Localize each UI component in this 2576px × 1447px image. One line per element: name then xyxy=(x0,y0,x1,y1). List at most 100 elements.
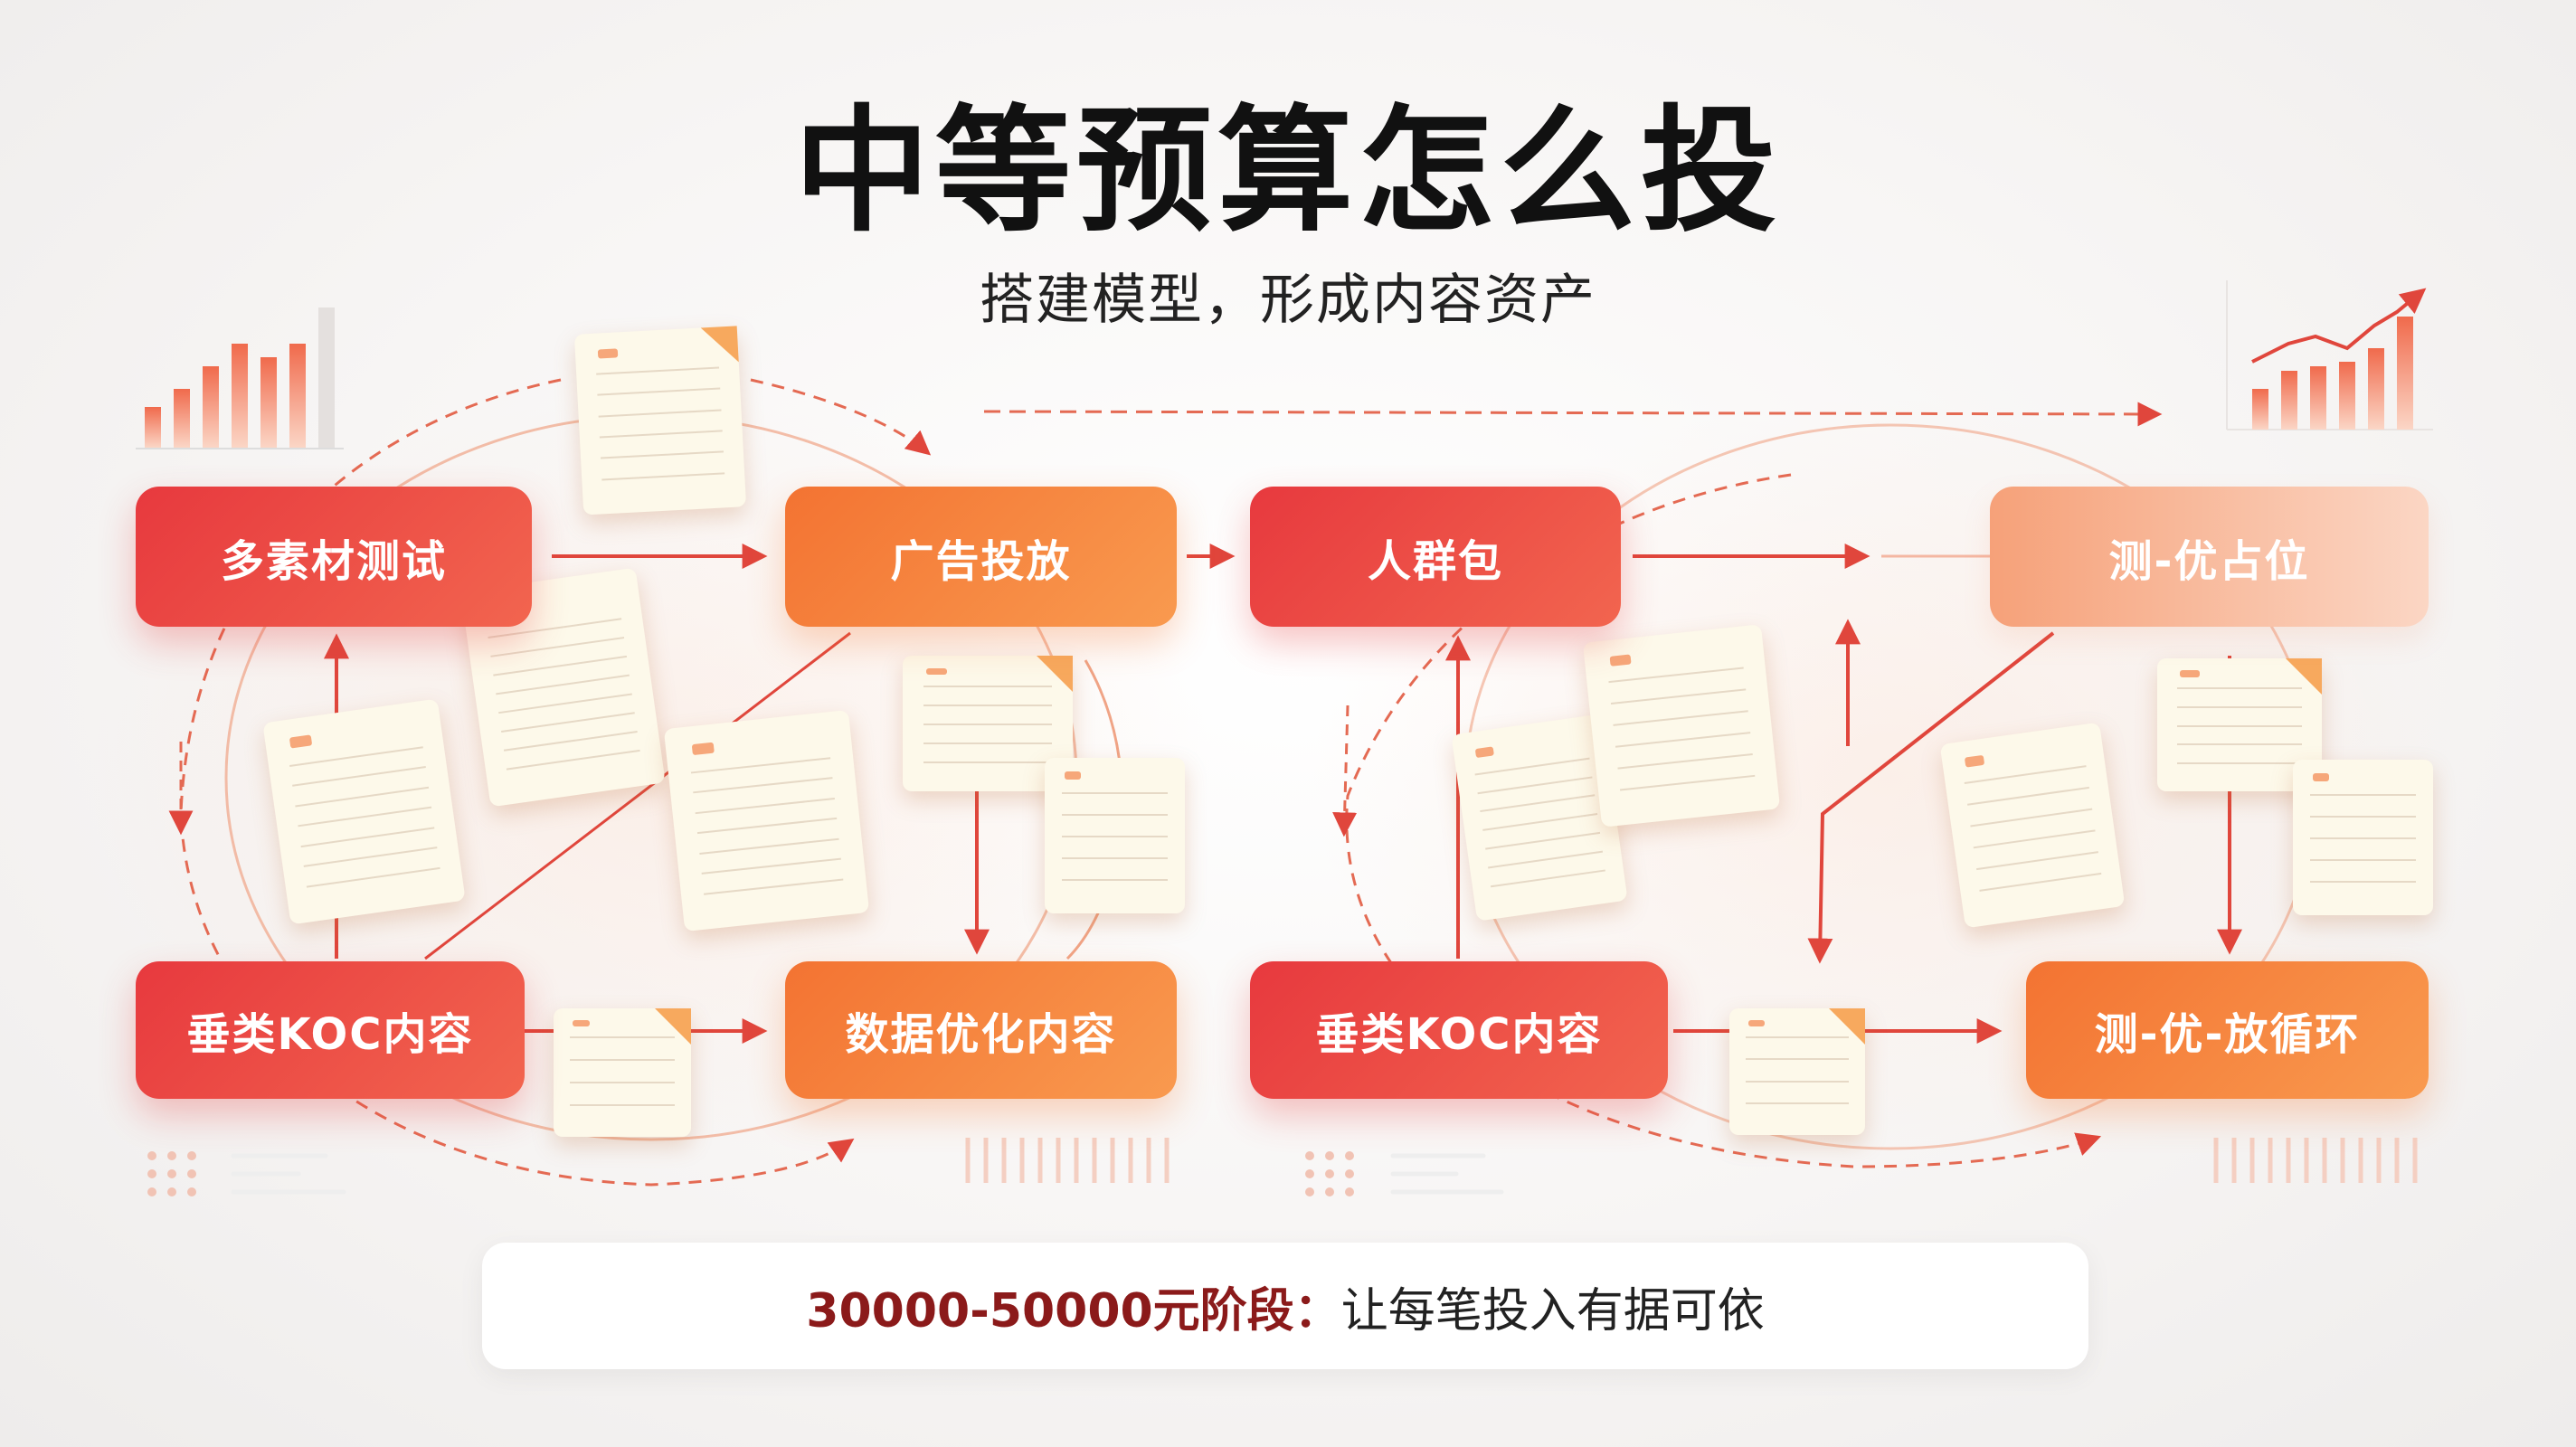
document-icon xyxy=(2157,658,2322,791)
document-line xyxy=(504,730,638,752)
document-header-mark xyxy=(691,742,715,755)
document-line xyxy=(304,846,438,867)
document-line xyxy=(1967,786,2089,806)
document-line xyxy=(1608,667,1745,684)
document-line xyxy=(507,749,640,771)
step-multi-material-test: 多素材测试 xyxy=(136,487,532,627)
document-header-mark xyxy=(1609,654,1633,667)
document-line xyxy=(1061,857,1169,860)
document-line xyxy=(601,471,725,481)
document-line xyxy=(1610,688,1747,705)
page-subtitle: 搭建模型，形成内容资产 xyxy=(980,269,1596,332)
document-icon xyxy=(573,326,747,515)
document-header-mark xyxy=(1474,746,1494,759)
document-line xyxy=(1061,836,1169,837)
document-line xyxy=(1619,774,1756,791)
document-line xyxy=(1746,1080,1849,1083)
document-line xyxy=(701,857,842,875)
document-line xyxy=(703,877,844,895)
document-line xyxy=(2176,724,2303,727)
document-line xyxy=(289,745,423,767)
budget-range-label: 30000-50000元阶段： xyxy=(806,1283,1341,1338)
document-header-mark xyxy=(926,667,947,675)
document-icon xyxy=(262,698,466,925)
document-line xyxy=(600,450,724,459)
document-header-mark xyxy=(597,348,619,359)
document-line xyxy=(490,636,624,657)
document-line xyxy=(1480,794,1596,813)
document-line xyxy=(598,409,722,418)
top-dashed-arrow xyxy=(983,402,2163,427)
step-vertical-koc-content-right: 垂类KOC内容 xyxy=(1250,961,1668,1099)
document-line xyxy=(2176,705,2303,708)
document-line xyxy=(493,655,627,676)
document-line xyxy=(292,766,426,787)
document-line xyxy=(2176,687,2303,690)
document-line xyxy=(1617,752,1754,770)
document-line xyxy=(501,712,635,733)
document-line xyxy=(2309,859,2417,862)
document-line xyxy=(1970,808,2092,828)
step-audience-pack: 人群包 xyxy=(1250,487,1621,627)
document-header-mark xyxy=(573,1019,590,1026)
document-line xyxy=(2309,815,2417,818)
document-line xyxy=(2176,761,2303,764)
document-line xyxy=(1061,879,1169,882)
document-line xyxy=(1976,850,2098,870)
document-line xyxy=(1965,765,2087,785)
trend-chart-icon xyxy=(2226,280,2433,430)
budget-stage-banner: 30000-50000元阶段：让每笔投入有据可依 xyxy=(482,1243,2088,1369)
document-header-mark xyxy=(2180,670,2201,677)
document-line xyxy=(300,826,434,847)
document-line xyxy=(695,797,836,814)
document-line xyxy=(1482,813,1598,831)
document-line xyxy=(599,430,724,439)
document-line xyxy=(595,366,720,375)
document-line xyxy=(1488,850,1603,869)
document-line xyxy=(1061,813,1169,816)
document-line xyxy=(570,1081,675,1083)
document-line xyxy=(596,387,721,396)
budget-stage-text: 让每笔投入有据可依 xyxy=(1340,1283,1765,1338)
document-line xyxy=(570,1036,675,1039)
document-line xyxy=(1485,831,1600,850)
document-line xyxy=(923,705,1053,706)
document-line xyxy=(2309,837,2417,839)
bar-chart-icon xyxy=(136,307,344,449)
document-icon xyxy=(1045,758,1185,913)
document-line xyxy=(1746,1058,1849,1061)
document-line xyxy=(1615,731,1751,748)
document-line xyxy=(2309,793,2417,796)
document-line xyxy=(1491,869,1605,887)
document-line xyxy=(690,756,831,773)
document-header-mark xyxy=(289,734,312,749)
document-line xyxy=(923,686,1053,687)
document-line xyxy=(496,674,630,695)
document-line xyxy=(698,837,840,855)
document-line xyxy=(1979,872,2101,892)
document-line xyxy=(1746,1102,1849,1105)
document-line xyxy=(1061,791,1169,794)
document-line xyxy=(295,786,429,807)
document-line xyxy=(923,742,1053,744)
step-test-optimize-deliver-loop: 测-优-放循环 xyxy=(2026,961,2429,1099)
document-line xyxy=(570,1059,675,1062)
document-line xyxy=(1474,757,1590,776)
step-ad-delivery: 广告投放 xyxy=(785,487,1177,627)
step-test-optimize-placement: 测-优占位 xyxy=(1990,487,2429,627)
document-line xyxy=(1613,710,1749,726)
document-icon xyxy=(1582,624,1781,828)
document-header-mark xyxy=(1748,1019,1765,1026)
page-title: 中等预算怎么投 xyxy=(793,93,1782,251)
step-vertical-koc-content-left: 垂类KOC内容 xyxy=(136,961,525,1099)
document-line xyxy=(298,806,431,828)
document-line xyxy=(570,1103,675,1106)
document-line xyxy=(923,724,1053,725)
document-icon xyxy=(2293,760,2433,915)
document-icon xyxy=(1939,722,2126,929)
document-header-mark xyxy=(1964,755,1985,768)
dot-grid-left xyxy=(147,1151,1354,1196)
document-icon xyxy=(1729,1008,1865,1135)
document-line xyxy=(307,866,440,888)
